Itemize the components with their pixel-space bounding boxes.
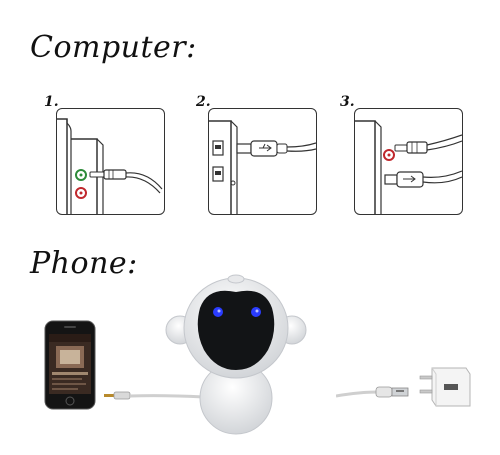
usb-plug-icon	[209, 120, 316, 214]
step-1-number: 1.	[44, 94, 59, 110]
computer-heading: Computer:	[30, 30, 197, 65]
step-3-panel	[354, 108, 463, 215]
usb-cable-image	[336, 386, 409, 398]
smartphone-image	[44, 320, 96, 410]
robot-speaker-image	[165, 274, 307, 435]
audio-cable-image	[104, 391, 204, 400]
phone-heading: Phone:	[30, 246, 138, 281]
step-3-number: 3.	[340, 94, 355, 110]
step-2-number: 2.	[196, 94, 211, 110]
audio-jack-plug-icon	[57, 118, 163, 214]
step-2-panel	[208, 108, 317, 215]
wall-charger-image	[419, 367, 471, 407]
step-1-panel	[56, 108, 165, 215]
audio-and-usb-plug-icon	[355, 120, 462, 214]
